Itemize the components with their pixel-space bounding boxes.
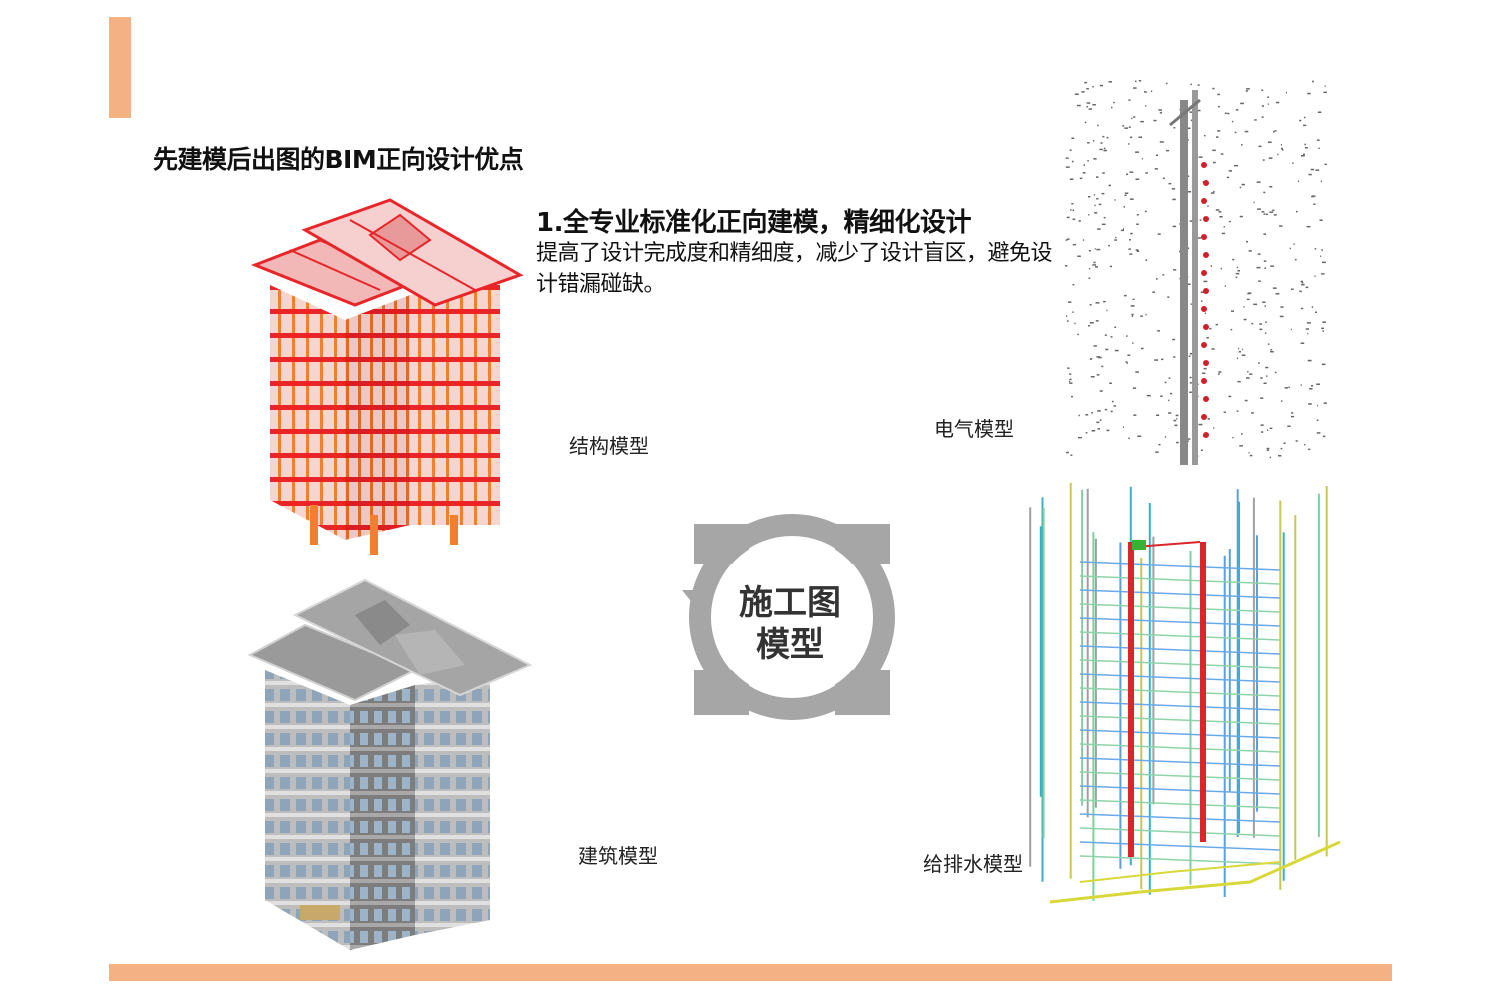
page-title: 先建模后出图的BIM正向设计优点	[153, 145, 524, 174]
accent-bar	[109, 17, 131, 118]
cycle-graphic	[680, 510, 905, 725]
point-heading: 1.全专业标准化正向建模，精细化设计	[536, 208, 971, 238]
center-label-line2: 模型	[756, 625, 824, 665]
point-description: 提高了设计完成度和精细度，减少了设计盲区，避免设计错漏碰缺。	[536, 241, 1053, 297]
electrical-model-image	[1060, 70, 1330, 470]
center-label-line1: 施工图	[739, 583, 841, 623]
structure-model-image	[250, 195, 530, 565]
caption-electrical: 电气模型	[934, 417, 1014, 441]
architecture-model-image	[245, 575, 535, 960]
plumbing-model-image	[1020, 482, 1360, 942]
caption-architecture: 建筑模型	[578, 844, 658, 868]
caption-structure: 结构模型	[569, 434, 649, 458]
center-label: 施工图 模型	[700, 582, 880, 666]
footer-bar	[109, 964, 1392, 981]
caption-plumbing: 给排水模型	[923, 852, 1023, 876]
